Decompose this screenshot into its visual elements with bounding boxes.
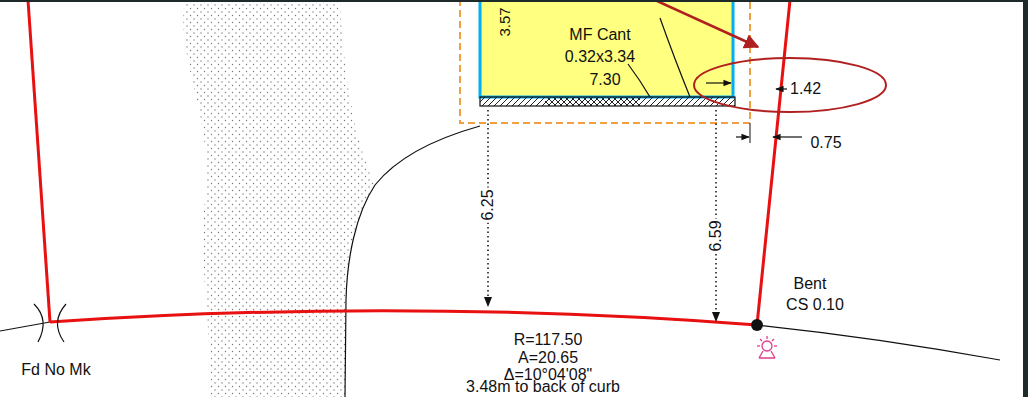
leader-line (628, 64, 650, 97)
leader-line (660, 18, 690, 97)
stipple-area (183, 0, 375, 397)
dimension-label: 0.75 (810, 134, 841, 152)
dimension-label: 6.59 (706, 218, 726, 253)
corner-note: CS 0.10 (786, 296, 844, 314)
boundary-line (757, 0, 790, 325)
node-text: 0.32x3.34 (565, 48, 635, 66)
corner-dot (751, 319, 763, 331)
ellipse-outline (694, 58, 886, 112)
dimension-arrow (736, 136, 749, 137)
curve-data: R=117.50 (514, 331, 583, 349)
dimension-label: 7.30 (589, 71, 620, 89)
crosshatch-strip (545, 97, 640, 106)
dimension-arrow (773, 136, 802, 137)
found-mark (34, 304, 43, 342)
node-text: 1.42 (790, 80, 821, 98)
frame-edge (1023, 0, 1028, 397)
offset-line (715, 110, 717, 321)
pointer-arrow (655, 0, 758, 47)
frame-edge (0, 0, 1028, 2)
monument-note: Fd No Mk (21, 361, 90, 379)
curve-edge (345, 126, 480, 397)
corner-note: Bent (794, 275, 827, 293)
highlight-ellipse: 1.42 (693, 57, 887, 113)
curve-data: A=20.65 (518, 349, 578, 367)
monument-symbol (757, 336, 777, 358)
setback-box (460, 0, 750, 123)
curve-data: 3.48m to back of curb (466, 378, 620, 396)
node-text: MF Cant (569, 26, 630, 44)
boundary-line (28, 0, 50, 322)
found-mark (57, 304, 66, 342)
dimension-arrow (776, 88, 787, 89)
curb-line (0, 311, 1000, 360)
extension-line (750, 123, 751, 143)
dimension-arrow (706, 82, 731, 83)
dimension-label: 6.25 (478, 187, 498, 222)
dimension-label: 3.57 (497, 7, 514, 36)
boundary-arc (50, 311, 757, 325)
hatch-strip (480, 97, 735, 106)
